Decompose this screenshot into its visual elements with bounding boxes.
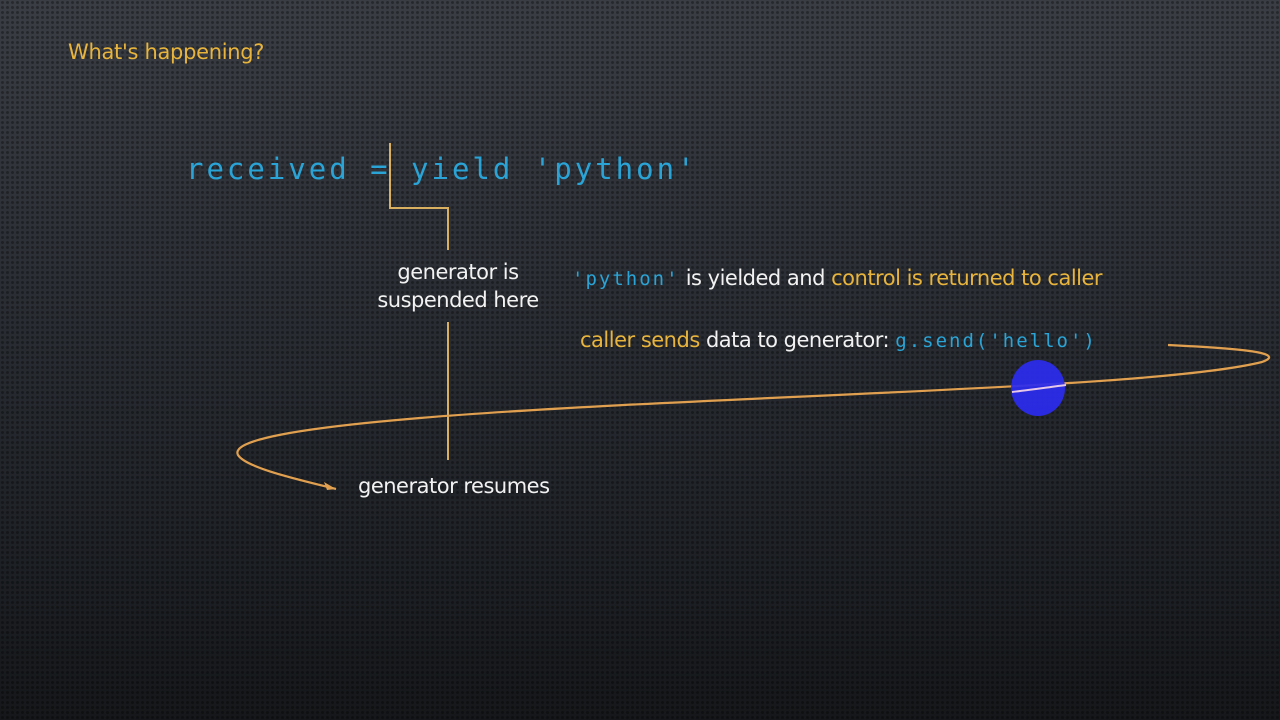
- flow-arrow: [236, 343, 1271, 491]
- control-returned-text: control is returned to caller: [831, 266, 1103, 290]
- yielded-value-code: 'python': [572, 268, 680, 290]
- suspended-line-1: generator is: [397, 260, 519, 284]
- suspended-label: generator is suspended here: [360, 258, 556, 314]
- suspension-bracket: [389, 143, 449, 250]
- resumes-label: generator resumes: [358, 474, 550, 498]
- code-statement: received = yield 'python': [186, 152, 698, 186]
- data-to-generator-text: data to generator:: [699, 328, 896, 352]
- arrowhead-icon: [324, 482, 336, 490]
- slide-heading: What's happening?: [68, 40, 265, 64]
- send-call-code: g.send('hello'): [895, 330, 1097, 352]
- yield-explanation: 'python' is yielded and control is retur…: [572, 266, 1103, 290]
- caller-sends-text: caller sends: [580, 328, 700, 352]
- send-explanation: caller sends data to generator: g.send('…: [580, 328, 1097, 352]
- suspended-line-2: suspended here: [377, 288, 539, 312]
- yielded-text: is yielded and: [679, 266, 832, 290]
